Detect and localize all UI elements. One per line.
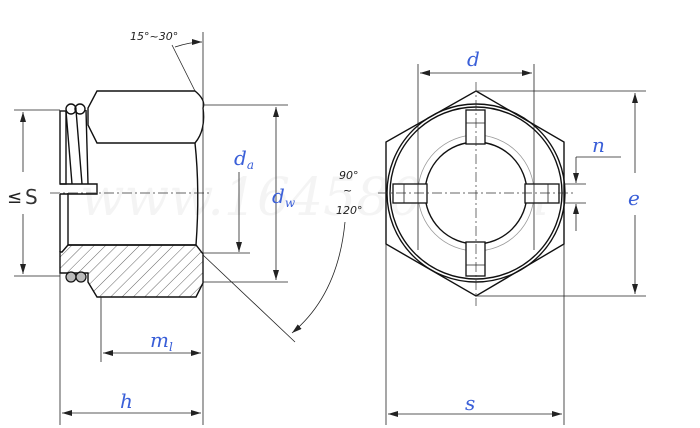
d-label: d <box>467 47 480 71</box>
bearing-angle-top: 90° <box>339 169 359 182</box>
e-label: e <box>628 186 640 210</box>
slots <box>392 109 560 277</box>
m-label: ml <box>150 328 173 354</box>
spring-wire-section <box>65 271 77 283</box>
dw-label: dw <box>272 184 296 210</box>
bearing-angle-bottom: 120° <box>336 204 363 217</box>
side-view: ≤ S da dw 15°~30° 90° ~ 120° ml h <box>7 30 363 425</box>
spring-coils <box>65 109 89 185</box>
le-symbol: ≤ <box>7 187 22 208</box>
hex-head <box>87 90 205 144</box>
s-width-label: s <box>465 391 475 415</box>
s-label: S <box>25 185 38 209</box>
da-label: da <box>234 146 254 172</box>
chamfer-angle-label: 15°~30° <box>130 30 178 43</box>
spring-tab <box>60 183 98 195</box>
h-label: h <box>120 389 133 413</box>
bearing-angle-tilde: ~ <box>343 184 352 197</box>
hatched-section <box>59 244 204 298</box>
end-view: d e n s <box>378 47 646 425</box>
spring-plate <box>59 110 67 185</box>
body-right-edge <box>194 142 199 246</box>
n-label: n <box>592 133 605 157</box>
